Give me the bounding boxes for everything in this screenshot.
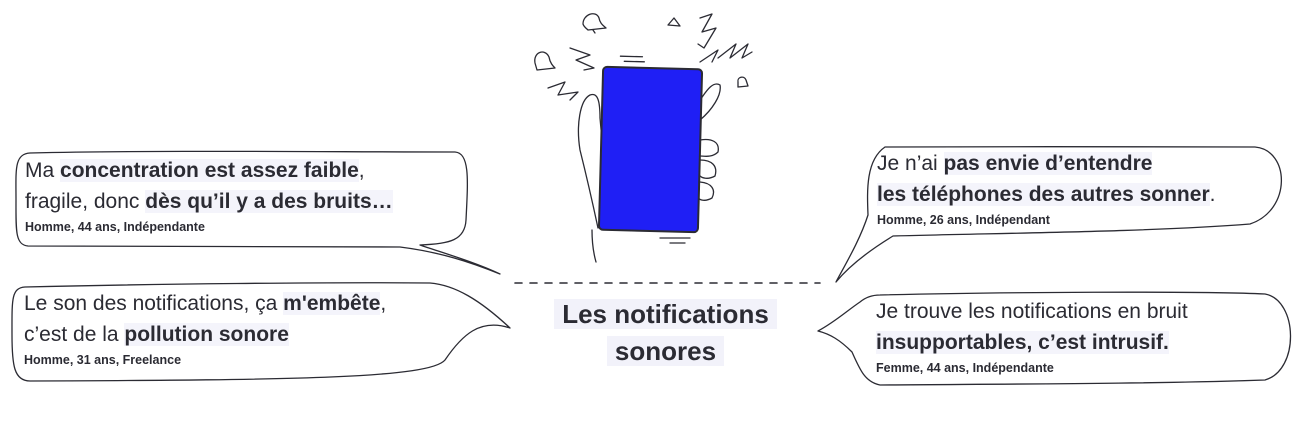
quote-text: fragile, donc [25,190,146,213]
title-line-2: sonores [606,336,725,366]
quote-emphasis: insupportables, c’est intrusif. [876,331,1169,354]
quote-emphasis: pas envie d’entendre [943,152,1153,175]
ring-zigzag-icons [547,13,753,101]
quote-text: Je n’ai [877,152,944,175]
quote-line: c’est de la pollution sonore [24,319,386,350]
quote-text: , [358,159,365,182]
quote-emphasis: concentration est assez faible [60,159,359,182]
quote-line: insupportables, c’est intrusif. [876,327,1188,358]
speech-bubble-4 [817,291,1292,386]
quote-3: Je n’ai pas envie d’entendre les télépho… [877,148,1215,229]
quote-attribution: Homme, 26 ans, Indépendant [877,213,1050,227]
quote-text: Le son des notifications, ça [24,292,284,315]
speech-bubble-2 [11,282,511,382]
quote-text: c’est de la [24,323,125,346]
page-title: Les notifications sonores [533,296,798,370]
quote-text: Ma [25,159,61,182]
quote-text: , [380,292,387,315]
quote-attribution: Femme, 44 ans, Indépendante [876,361,1054,375]
quote-emphasis: dès qu’il y a des bruits… [145,190,393,213]
speech-bubble-3 [835,145,1283,283]
quote-line: Je trouve les notifications en bruit [876,296,1188,327]
quote-text: . [1209,183,1216,206]
quote-line: Le son des notifications, ça m'embête, [24,288,386,319]
title-line-1: Les notifications [554,299,777,329]
quote-attribution: Homme, 44 ans, Indépendante [25,220,205,234]
quote-text: Je trouve les notifications en bruit [876,300,1188,323]
quote-line: Ma concentration est assez faible, [25,155,393,186]
quote-2: Le son des notifications, ça m'embête, c… [24,288,386,369]
quote-emphasis: m'embête [283,292,381,315]
quote-line: fragile, donc dès qu’il y a des bruits… [25,186,393,217]
quote-4: Je trouve les notifications en bruit ins… [876,296,1188,377]
quote-line: Je n’ai pas envie d’entendre [877,148,1215,179]
quote-1: Ma concentration est assez faible, fragi… [25,155,393,236]
hand-sketch [577,83,721,263]
quote-attribution: Homme, 31 ans, Freelance [24,353,182,367]
bell-icons [534,13,749,88]
quote-emphasis: pollution sonore [124,323,289,346]
phone-icon [597,55,704,234]
quote-line: les téléphones des autres sonner. [877,179,1215,210]
quote-emphasis: les téléphones des autres sonner [877,183,1210,206]
speech-bubble-1 [15,150,501,275]
